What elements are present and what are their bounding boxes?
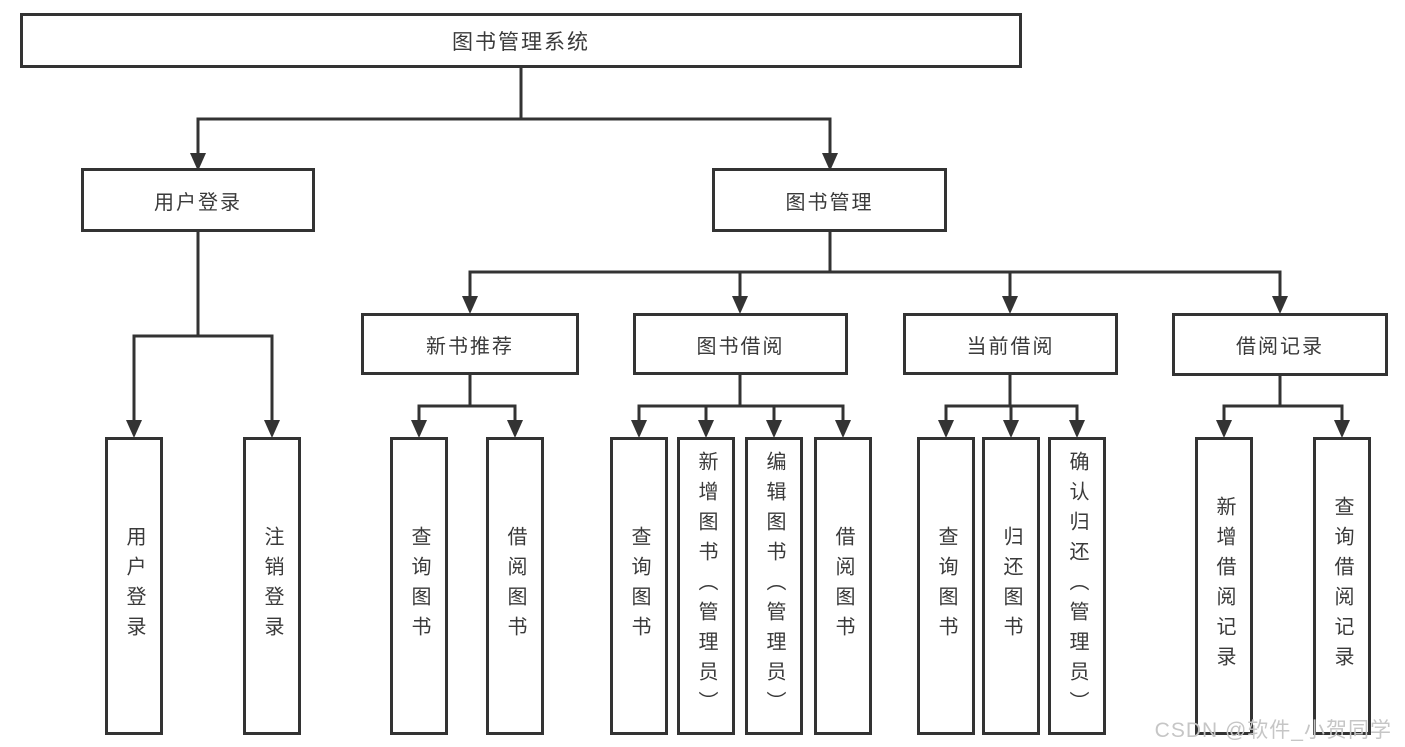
node-leaf-query-books-borrowing: 查询图书 <box>610 437 668 735</box>
node-label: 查询图书 <box>628 526 650 646</box>
node-label: 确认归还（管理员） <box>1066 451 1088 721</box>
node-borrowing-records: 借阅记录 <box>1172 313 1388 376</box>
connector-root <box>196 68 832 157</box>
node-leaf-add-borrow-record: 新增借阅记录 <box>1195 437 1253 735</box>
node-label: 借阅图书 <box>504 526 526 646</box>
node-label: 用户登录 <box>154 191 242 214</box>
watermark: CSDN @软件_小贺同学 <box>1154 719 1392 742</box>
node-label: 图书管理系统 <box>452 30 590 54</box>
node-library-management-system: 图书管理系统 <box>20 13 1022 68</box>
node-label: 编辑图书（管理员） <box>763 451 785 721</box>
node-leaf-query-borrow-record: 查询借阅记录 <box>1313 437 1371 735</box>
connector-current-borrowing <box>944 375 1079 424</box>
node-label: 新书推荐 <box>426 335 514 358</box>
node-label: 查询借阅记录 <box>1331 496 1353 676</box>
connector-borrowing-records <box>1222 375 1344 424</box>
node-new-book-recommend: 新书推荐 <box>361 313 579 375</box>
node-leaf-add-books-admin: 新增图书（管理员） <box>677 437 735 735</box>
node-label: 注销登录 <box>261 526 283 646</box>
node-label: 查询图书 <box>935 526 957 646</box>
arrowheads <box>126 153 1350 438</box>
node-leaf-edit-books-admin: 编辑图书（管理员） <box>745 437 803 735</box>
node-label: 当前借阅 <box>966 335 1055 358</box>
node-label: 借阅记录 <box>1236 336 1324 358</box>
node-label: 归还图书 <box>1000 526 1022 646</box>
node-label: 用户登录 <box>123 526 145 646</box>
node-leaf-query-books-recommend: 查询图书 <box>390 437 448 735</box>
connector-user-login <box>132 232 274 424</box>
node-current-borrowing: 当前借阅 <box>903 313 1118 375</box>
node-leaf-return-books: 归还图书 <box>982 437 1040 735</box>
node-label: 新增借阅记录 <box>1213 496 1235 676</box>
node-leaf-borrow-books: 借阅图书 <box>814 437 872 735</box>
node-leaf-borrow-books-recommend: 借阅图书 <box>486 437 544 735</box>
node-label: 图书管理 <box>785 191 874 214</box>
node-label: 新增图书（管理员） <box>695 451 717 721</box>
node-leaf-user-login: 用户登录 <box>105 437 163 735</box>
node-book-management-branch: 图书管理 <box>712 168 947 232</box>
connector-book-borrowing <box>637 375 845 424</box>
node-label: 查询图书 <box>408 526 430 646</box>
node-leaf-logout: 注销登录 <box>243 437 301 735</box>
node-leaf-query-books-current: 查询图书 <box>917 437 975 735</box>
node-label: 图书借阅 <box>696 335 785 358</box>
node-leaf-confirm-return-admin: 确认归还（管理员） <box>1048 437 1106 735</box>
node-label: 借阅图书 <box>832 526 854 646</box>
node-book-borrowing: 图书借阅 <box>633 313 848 375</box>
connector-book-management <box>468 232 1282 300</box>
node-user-login-branch: 用户登录 <box>81 168 315 232</box>
connector-new-book-recommend <box>417 375 517 424</box>
